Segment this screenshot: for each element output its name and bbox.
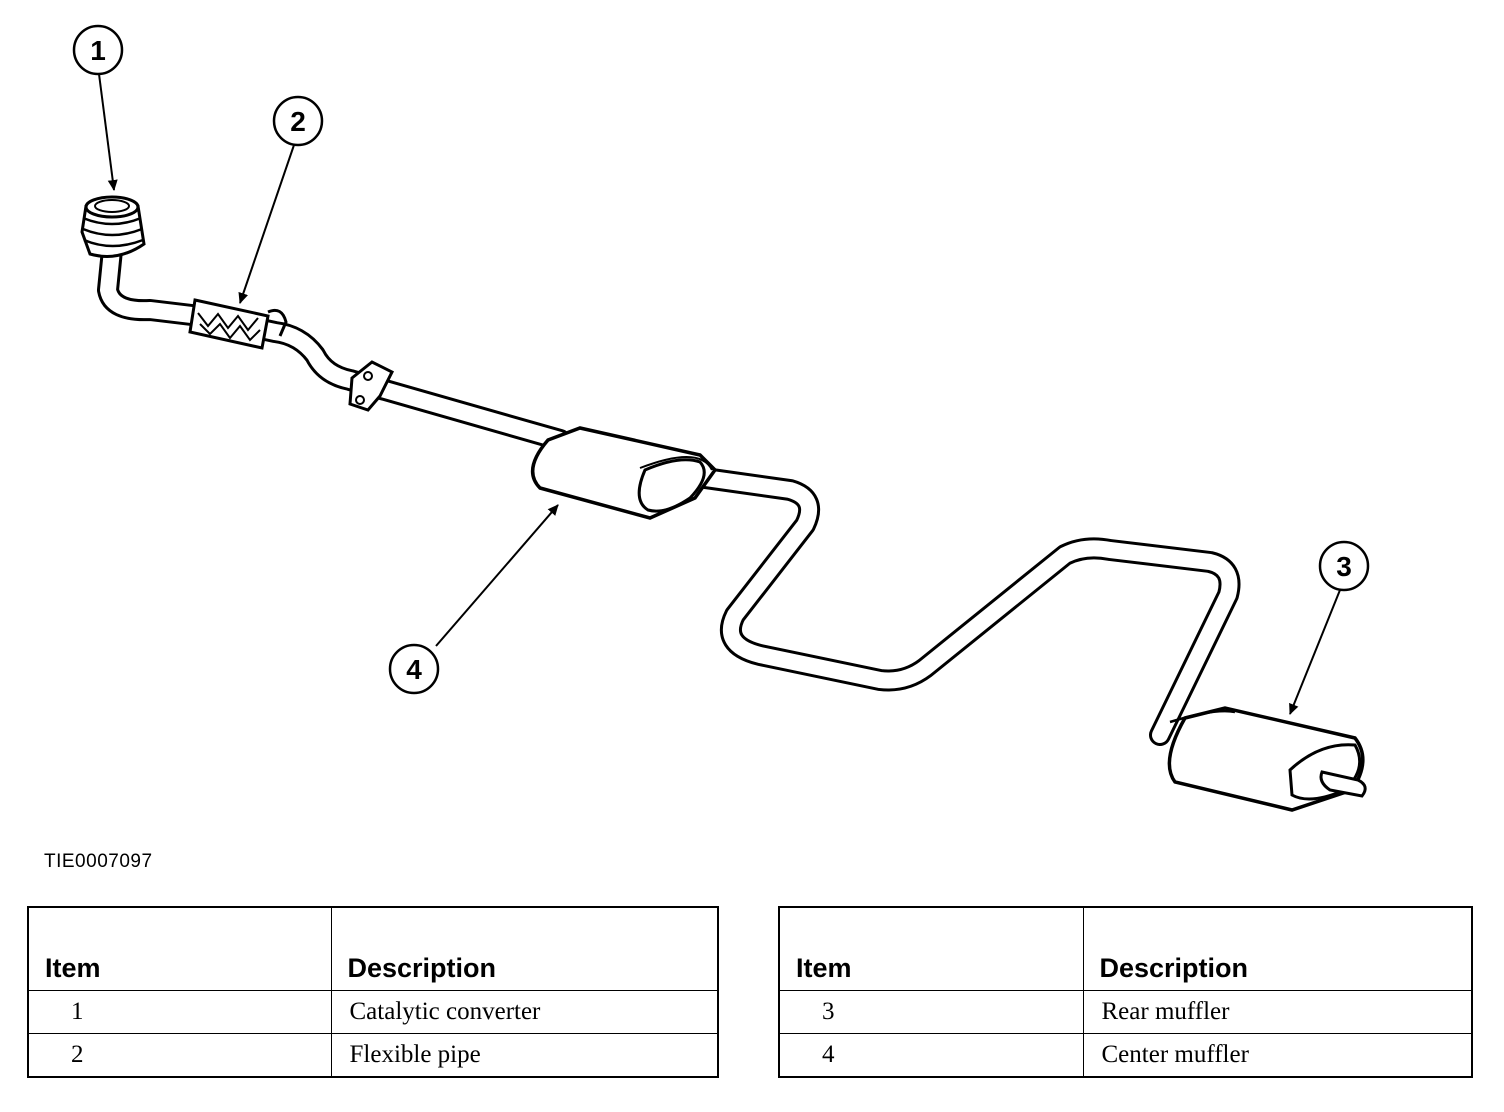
svg-text:1: 1 — [90, 35, 106, 66]
callout-3: 3 — [1318, 540, 1370, 592]
callout-1: 1 — [72, 24, 124, 76]
table-row: 4 Center muffler — [778, 1033, 1473, 1078]
figure-id: TIE0007097 — [44, 851, 153, 872]
header-description: Description — [1082, 906, 1473, 991]
item-description: Rear muffler — [1082, 990, 1473, 1034]
leader-line-3 — [1289, 589, 1341, 715]
callout-4: 4 — [388, 643, 440, 695]
item-number: 2 — [27, 1033, 332, 1078]
item-description: Flexible pipe — [330, 1033, 719, 1078]
center-muffler — [530, 426, 718, 520]
leader-line-1 — [98, 73, 118, 191]
exhaust-pipe — [97, 239, 1241, 746]
leader-lines — [98, 73, 1341, 715]
header-item: Item — [27, 906, 332, 991]
svg-text:2: 2 — [290, 106, 306, 137]
catalytic-converter — [80, 195, 146, 258]
leader-line-4 — [435, 504, 559, 647]
item-number: 3 — [778, 990, 1084, 1034]
flexible-pipe — [188, 298, 288, 350]
svg-text:4: 4 — [406, 654, 422, 685]
header-item: Item — [778, 906, 1084, 991]
legend-table-right: Item Description 3 Rear muffler 4 Center… — [778, 906, 1473, 1078]
item-description: Center muffler — [1082, 1033, 1473, 1078]
table-row: 2 Flexible pipe — [27, 1033, 719, 1078]
pipe-flange — [348, 360, 395, 412]
rear-muffler — [1167, 706, 1367, 812]
exhaust-system-diagram: 1 2 3 4 — [72, 24, 1370, 812]
item-number: 4 — [778, 1033, 1084, 1078]
table-row: 1 Catalytic converter — [27, 990, 719, 1034]
callout-2: 2 — [272, 95, 324, 147]
table-header-row: Item Description — [778, 906, 1473, 991]
item-description: Catalytic converter — [330, 990, 719, 1034]
header-description: Description — [330, 906, 719, 991]
item-number: 1 — [27, 990, 332, 1034]
svg-text:3: 3 — [1336, 551, 1352, 582]
table-row: 3 Rear muffler — [778, 990, 1473, 1034]
table-header-row: Item Description — [27, 906, 719, 991]
legend-table-left: Item Description 1 Catalytic converter 2… — [27, 906, 719, 1078]
leader-line-2 — [238, 144, 295, 304]
